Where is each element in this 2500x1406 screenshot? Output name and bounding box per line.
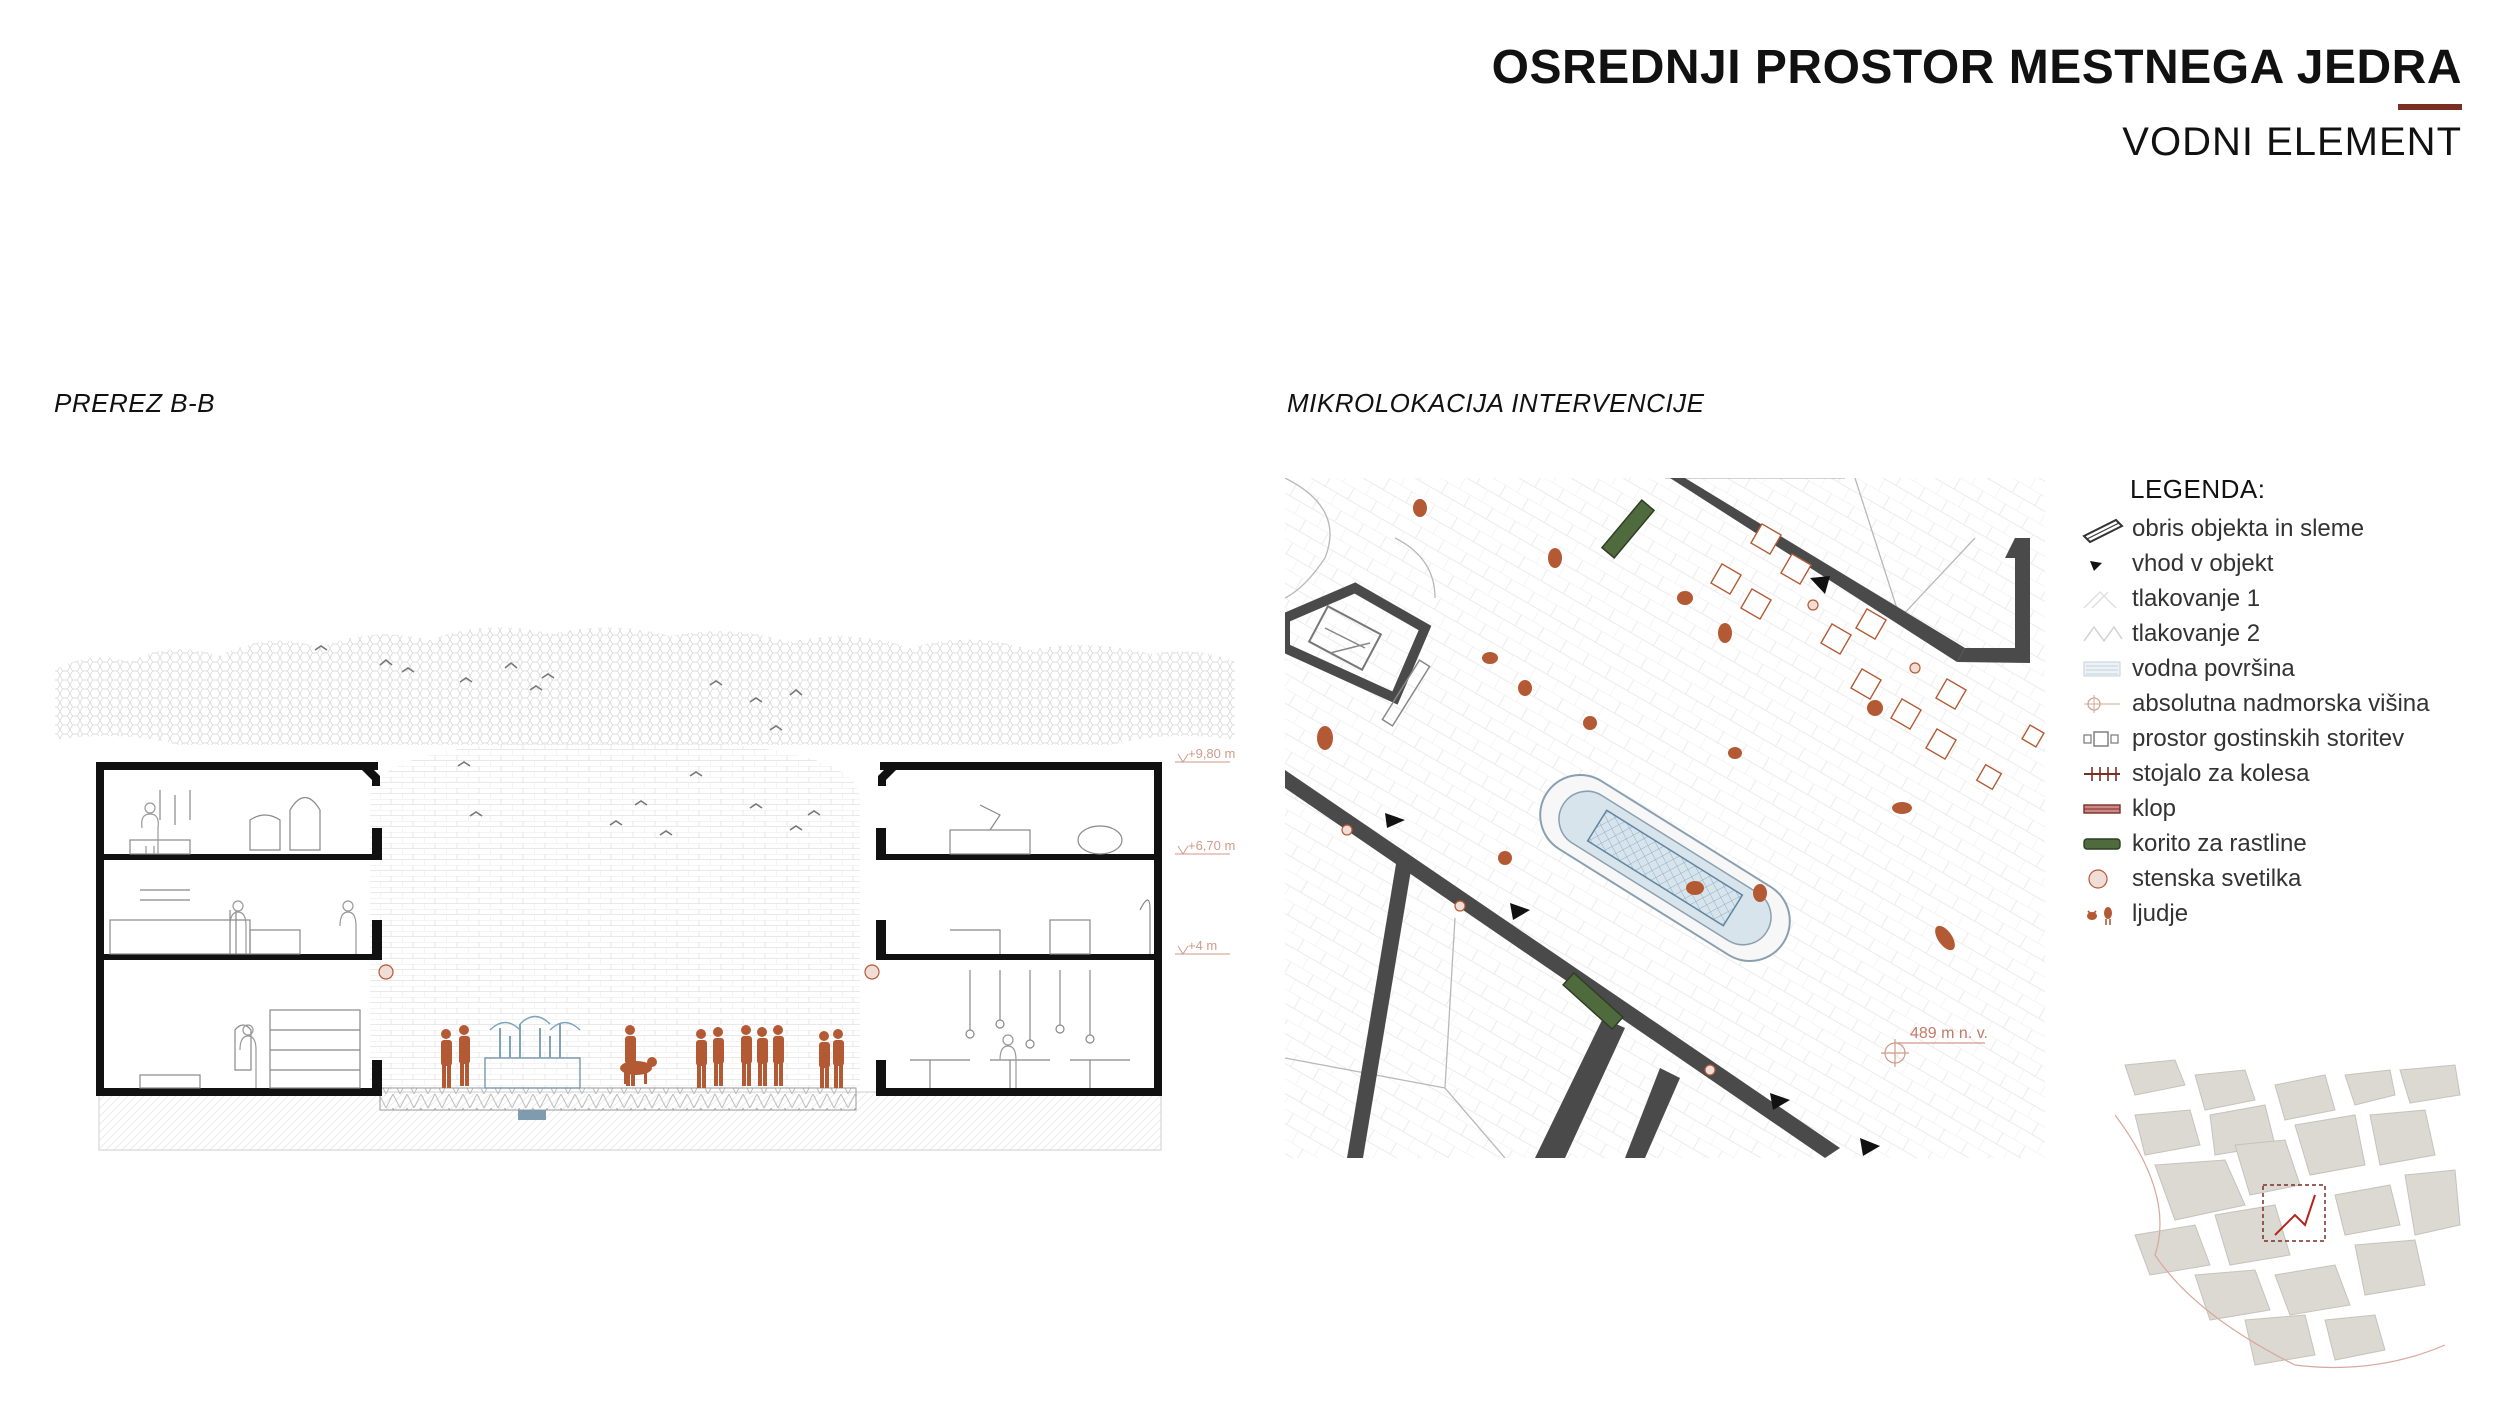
tree-canopy xyxy=(55,627,1235,745)
bench-icon xyxy=(2083,803,2121,814)
legend-label: tlakovanje 1 xyxy=(2132,584,2261,612)
elevator-block xyxy=(1285,582,1432,705)
plan-drawing: 489 m n. v. xyxy=(1285,478,2045,1158)
water-feature xyxy=(1539,774,1791,962)
plaza-paving xyxy=(379,1087,857,1111)
legend-title: LEGENDA: xyxy=(2130,474,2266,504)
legend-item: stenska svetilka xyxy=(2080,861,2480,896)
legend-item: obris objekta in sleme xyxy=(2080,511,2480,546)
wall-lamp-icon xyxy=(2088,868,2108,889)
legend-label: absolutna nadmorska višina xyxy=(2132,689,2430,717)
plan-people xyxy=(1317,499,1955,951)
elevation-marker-icon xyxy=(2084,694,2120,713)
planters xyxy=(1562,499,1656,1031)
bike-rack-icon xyxy=(2084,766,2120,781)
catering-table-icon xyxy=(2083,730,2119,747)
plan-label: MIKROLOKACIJA INTERVENCIJE xyxy=(1287,388,1705,418)
legend-item: korito za rastline xyxy=(2080,826,2480,861)
locator-map xyxy=(2114,1055,2465,1375)
cafe-tables xyxy=(1710,523,2045,791)
legend-label: vhod v objekt xyxy=(2132,549,2274,577)
planter-icon xyxy=(2083,837,2121,850)
left-building xyxy=(96,762,382,1096)
wall-lamp xyxy=(378,964,394,980)
legend-item: klop xyxy=(2080,791,2480,826)
legend-item: tlakovanje 1 xyxy=(2080,581,2480,616)
interior-people xyxy=(141,802,1017,1088)
people-icon xyxy=(2087,906,2112,925)
legend-item: prostor gostinskih storitev xyxy=(2080,721,2480,756)
entrance-arrow-icon xyxy=(2090,560,2102,571)
wall-lamp xyxy=(864,964,880,980)
elevation-marks xyxy=(1175,753,1230,955)
legend-label: ljudje xyxy=(2132,899,2189,927)
title-accent-rule xyxy=(2398,104,2462,110)
background-facade xyxy=(370,740,860,1090)
elevation-label: +4 m xyxy=(1188,938,1217,953)
elevation-marker xyxy=(1881,1039,1985,1067)
legend-label: korito za rastline xyxy=(2132,829,2307,857)
interior-furniture-right xyxy=(910,804,1151,1088)
birds xyxy=(314,645,821,836)
interior-furniture-left xyxy=(109,790,361,1089)
legend-item: ljudje xyxy=(2080,896,2480,931)
legend-label: klop xyxy=(2132,794,2177,822)
legend-item: tlakovanje 2 xyxy=(2080,616,2480,651)
legend-label: obris objekta in sleme xyxy=(2132,514,2365,542)
plan-elevation-label: 489 m n. v. xyxy=(1910,1025,1988,1042)
fountain xyxy=(484,1015,581,1120)
paving-1-icon xyxy=(2083,590,2117,609)
legend: LEGENDA: obris objekta in sleme vhod v o… xyxy=(2080,474,2480,931)
plan-wall-lamps xyxy=(1341,599,1921,1076)
page-title: OSREDNJI PROSTOR MESTNEGA JEDRA xyxy=(1491,41,2462,94)
elevation-label: +6,70 m xyxy=(1188,838,1235,853)
legend-label: vodna površina xyxy=(2132,654,2295,682)
legend-label: prostor gostinskih storitev xyxy=(2132,724,2405,752)
locator-highlight xyxy=(2262,1184,2326,1242)
entrance-arrows xyxy=(1385,576,1880,1156)
legend-item: absolutna nadmorska višina xyxy=(2080,686,2480,721)
section-label: PREREZ B-B xyxy=(54,388,216,418)
legend-item: vodna površina xyxy=(2080,651,2480,686)
legend-label: stojalo za kolesa xyxy=(2132,759,2310,787)
water-surface-icon xyxy=(2083,661,2121,676)
section-drawing: +9,80 m +6,70 m +4 m xyxy=(50,590,1240,1160)
building-walls xyxy=(1285,478,2030,1158)
building-outline-icon xyxy=(2082,518,2124,543)
right-building xyxy=(876,762,1162,1096)
legend-label: tlakovanje 2 xyxy=(2132,619,2261,647)
people-silhouettes xyxy=(441,1025,844,1088)
legend-item: stojalo za kolesa xyxy=(2080,756,2480,791)
legend-item: vhod v objekt xyxy=(2080,546,2480,581)
page-subtitle: VODNI ELEMENT xyxy=(2122,120,2462,164)
elevation-label: +9,80 m xyxy=(1188,746,1235,761)
bench xyxy=(1381,659,1431,727)
legend-label: stenska svetilka xyxy=(2132,864,2302,892)
paving-2-icon xyxy=(2083,625,2123,642)
